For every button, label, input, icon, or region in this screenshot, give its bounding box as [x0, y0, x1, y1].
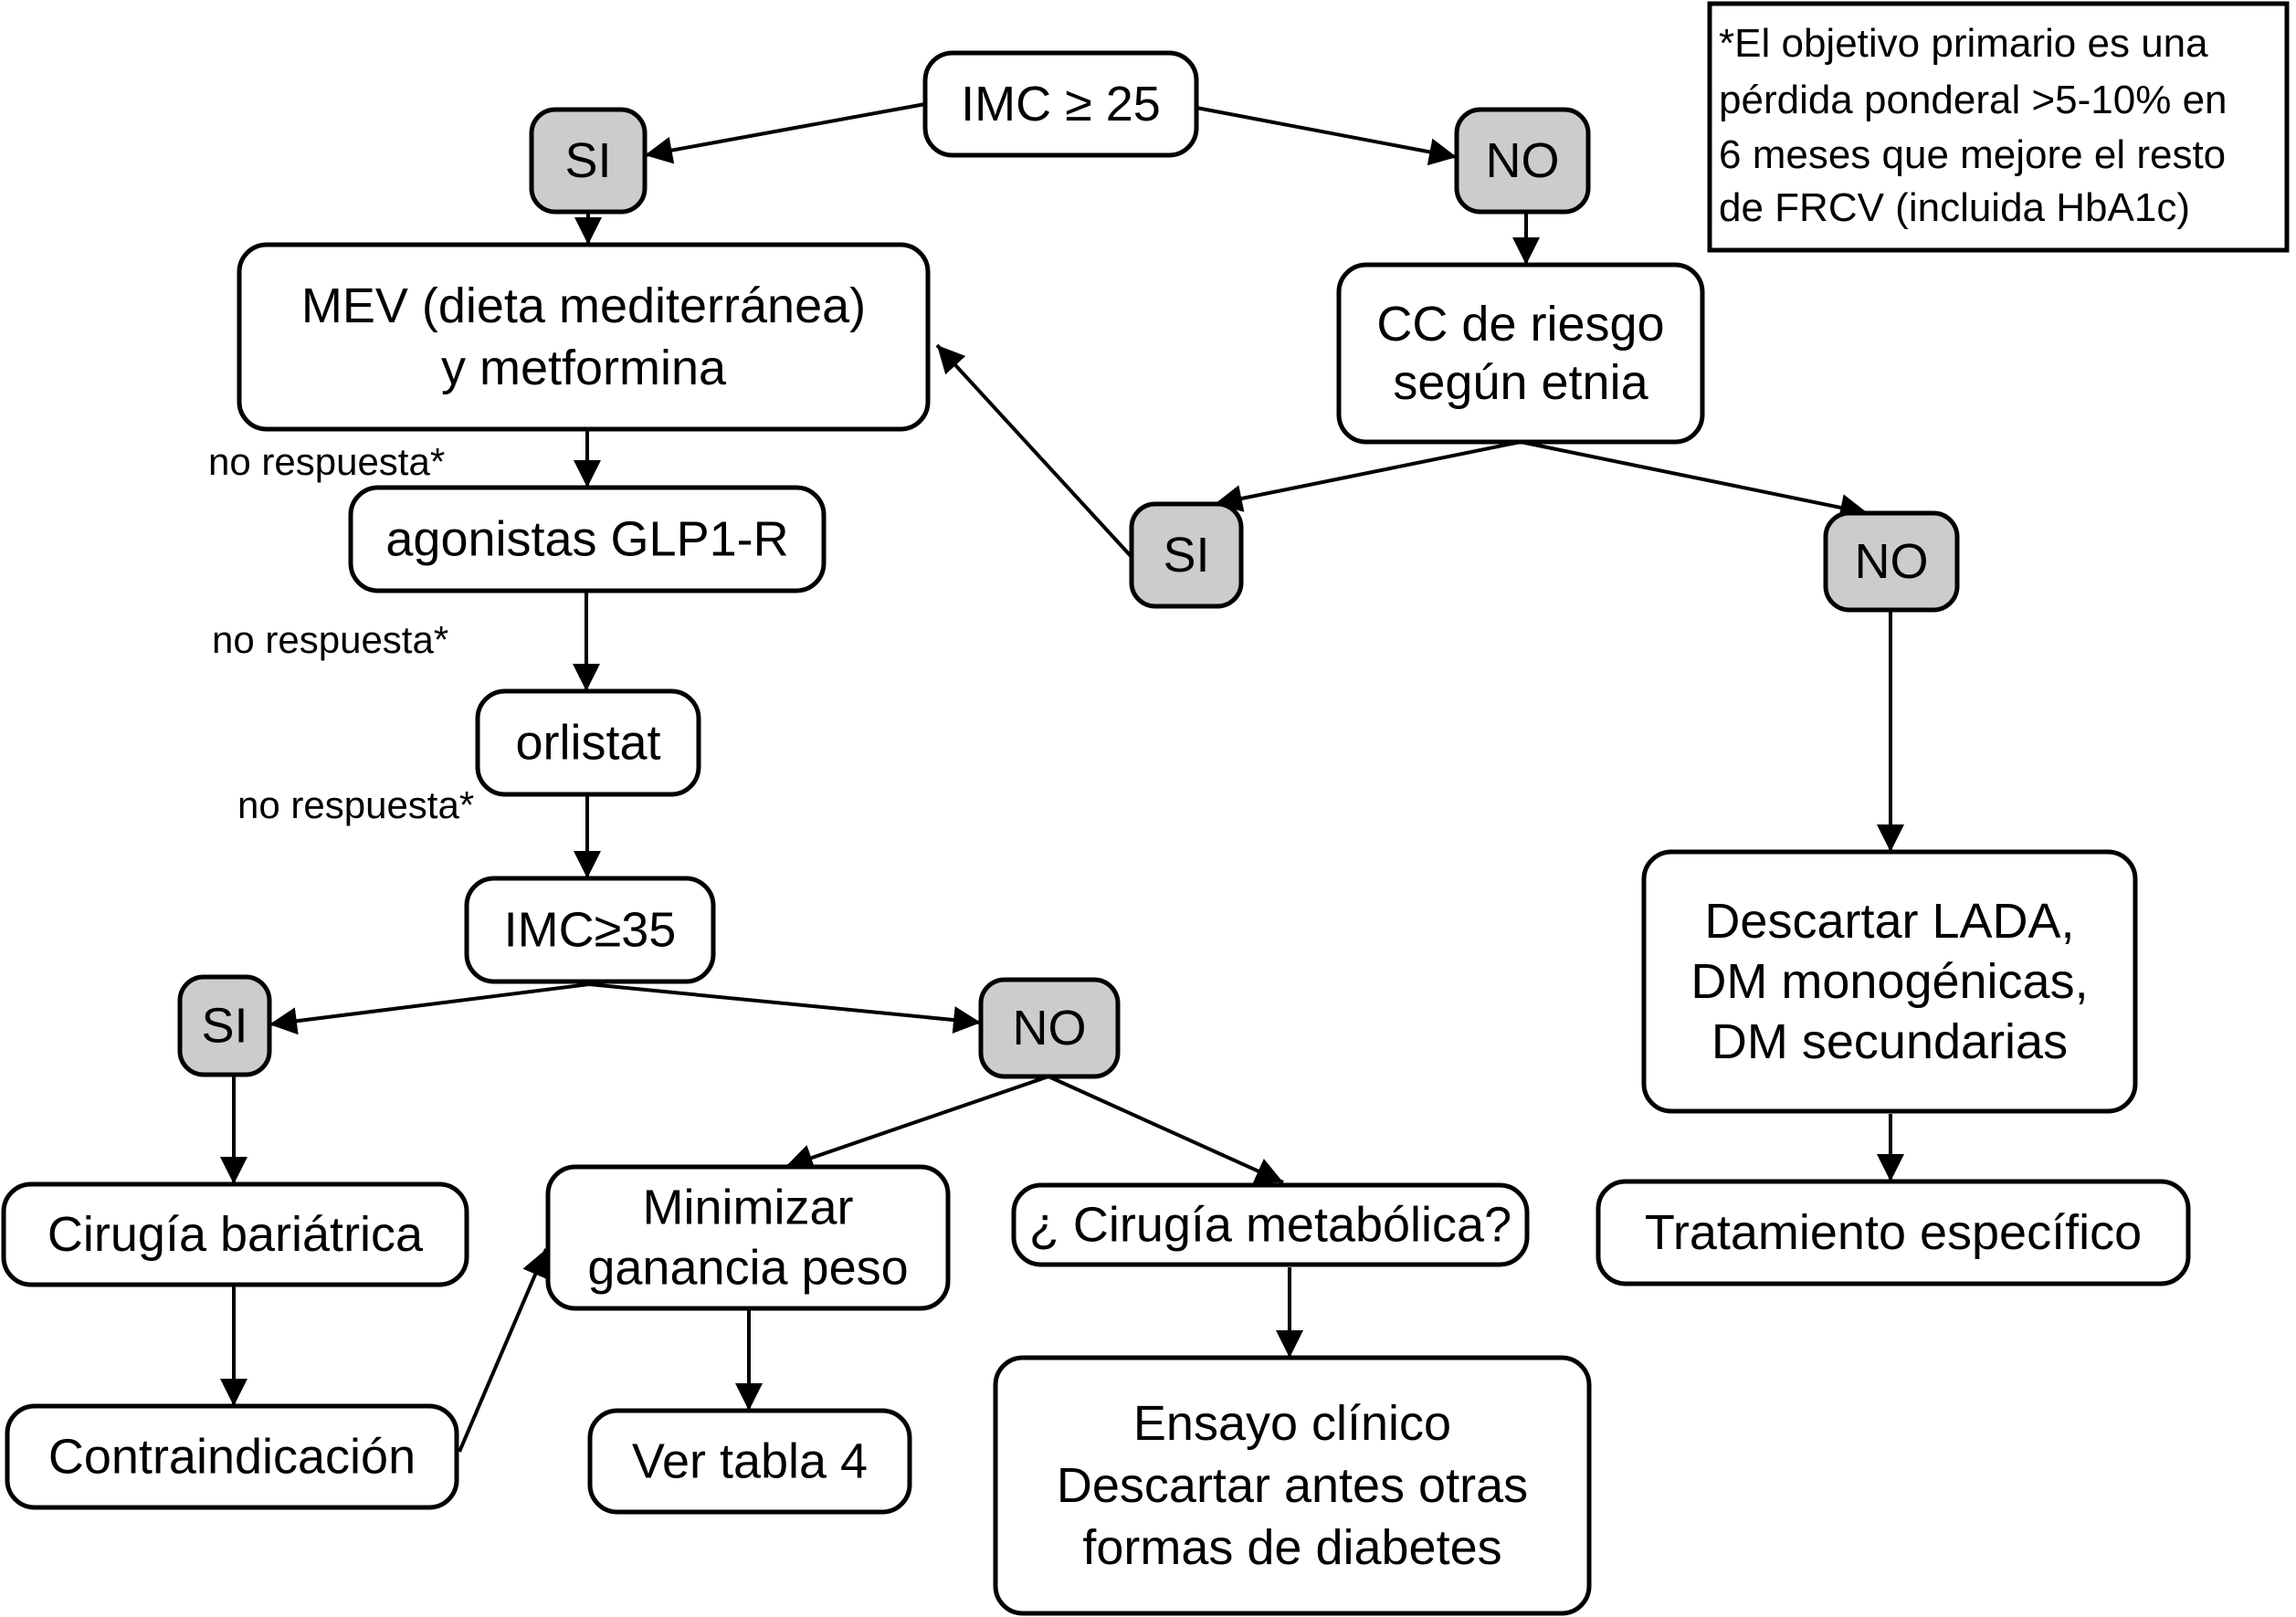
node-imc35: IMC≥35: [464, 876, 716, 984]
node-label: Descartar LADA,: [1704, 894, 2074, 949]
node-si-top: SI: [529, 107, 648, 215]
node-minimizar: Minimizar ganancia peso: [545, 1164, 951, 1311]
node-no-top: NO: [1454, 107, 1591, 215]
node-tratamiento: Tratamiento específico: [1596, 1179, 2191, 1286]
node-label: DM monogénicas,: [1690, 954, 2088, 1009]
edge-contraind-to-minimizar: [458, 1248, 548, 1453]
edge-imc35-to-no-35: [588, 982, 982, 1034]
edge-no-35-to-minimizar: [785, 1075, 1049, 1171]
objective-note-line-3: 6 meses que mejore el resto: [1719, 132, 2226, 177]
node-label: Descartar antes otras: [1057, 1458, 1528, 1513]
node-mev: MEV (dieta mediterránea) y metformina: [237, 242, 931, 432]
node-label: y metformina: [441, 341, 727, 395]
node-label: Ver tabla 4: [632, 1434, 868, 1489]
node-label: orlistat: [515, 716, 660, 771]
process-box: [1011, 1182, 1530, 1267]
node-si-cc: SI: [1129, 501, 1244, 609]
edge-cc-to-si-cc: [1214, 440, 1522, 512]
node-label: agonistas GLP1-R: [385, 512, 788, 567]
objective-note-line-2: pérdida ponderal >5-10% en: [1719, 78, 2228, 122]
node-contraind: Contraindicación: [5, 1403, 459, 1510]
node-orlistat: orlistat: [475, 688, 701, 797]
node-cirugia-met: ¿ Cirugía metabólica?: [1011, 1182, 1530, 1267]
node-label: SI: [1163, 528, 1209, 583]
decision-box: [1823, 510, 1960, 613]
node-label: según etnia: [1393, 355, 1648, 410]
node-si-35: SI: [177, 974, 272, 1077]
process-box: [464, 876, 716, 984]
node-label: Cirugía bariátrica: [47, 1207, 424, 1262]
objective-note-line-1: *El objetivo primario es una: [1719, 21, 2208, 66]
node-label: ¿ Cirugía metabólica?: [1029, 1198, 1511, 1253]
node-glp1: agonistas GLP1-R: [348, 485, 827, 593]
decision-box: [177, 974, 272, 1077]
decision-box: [1454, 107, 1591, 215]
process-box: [475, 688, 701, 797]
edge-imc25-to-no-top: [1195, 106, 1458, 166]
node-label: MEV (dieta mediterránea): [301, 278, 866, 333]
edge-label-mev-glp1: no respuesta*: [208, 440, 445, 483]
node-label: ganancia peso: [587, 1241, 908, 1296]
node-imc25: IMC ≥ 25: [922, 50, 1199, 158]
node-label: IMC≥35: [504, 903, 677, 958]
edge-label-glp1-orlistat: no respuesta*: [212, 618, 448, 661]
process-box: [922, 50, 1199, 158]
objective-note-box: [1707, 1, 2290, 253]
decision-box: [978, 977, 1121, 1079]
decision-box: [529, 107, 648, 215]
process-box: [237, 242, 931, 432]
objective-note-line-4: de FRCV (incluida HbA1c): [1719, 185, 2190, 230]
node-label: NO: [1486, 133, 1560, 188]
node-label: SI: [201, 999, 248, 1054]
edges-layer: [220, 102, 1904, 1453]
node-label: CC de riesgo: [1376, 297, 1664, 352]
node-label: formas de diabetes: [1082, 1520, 1501, 1575]
node-label: NO: [1855, 534, 1929, 589]
node-no-35: NO: [978, 977, 1121, 1079]
node-cirugia-bar: Cirugía bariátrica: [1, 1181, 469, 1287]
edge-labels-layer: no respuesta* no respuesta* no respuesta…: [208, 440, 474, 826]
process-box: [1, 1181, 469, 1287]
edge-imc25-to-si-top: [644, 102, 926, 164]
process-box: [5, 1403, 459, 1510]
edge-imc35-to-si-35: [269, 982, 590, 1035]
node-label: IMC ≥ 25: [961, 77, 1161, 131]
nodes-layer: IMC ≥ 25 SI NO MEV (dieta mediterránea) y me…: [1, 50, 2191, 1616]
node-label: SI: [564, 133, 611, 188]
node-label: Contraindicación: [48, 1430, 416, 1485]
process-box: [348, 485, 827, 593]
edge-si-cc-to-mev: [935, 343, 1133, 559]
process-box: [587, 1408, 912, 1515]
process-box: [1596, 1179, 2191, 1286]
node-label: Tratamiento específico: [1645, 1205, 2142, 1260]
edge-label-orlistat-imc35: no respuesta*: [237, 783, 474, 826]
node-no-cc: NO: [1823, 510, 1960, 613]
objective-note: *El objetivo primario es una pérdida pon…: [1707, 1, 2290, 253]
process-box: [993, 1355, 1592, 1616]
edge-cc-to-no-cc: [1520, 440, 1869, 521]
node-label: DM secundarias: [1711, 1014, 2068, 1069]
node-descartar: Descartar LADA,DM monogénicas,DM secunda…: [1641, 849, 2138, 1114]
node-label: NO: [1013, 1001, 1087, 1055]
node-label: Ensayo clínico: [1133, 1396, 1451, 1451]
process-box: [1336, 262, 1705, 445]
node-label: Minimizar: [642, 1181, 853, 1235]
node-ver-tabla: Ver tabla 4: [587, 1408, 912, 1515]
decision-box: [1129, 501, 1244, 609]
process-box: [545, 1164, 951, 1311]
edge-no-35-to-cirugia-met: [1048, 1075, 1284, 1184]
process-box: [1641, 849, 2138, 1114]
